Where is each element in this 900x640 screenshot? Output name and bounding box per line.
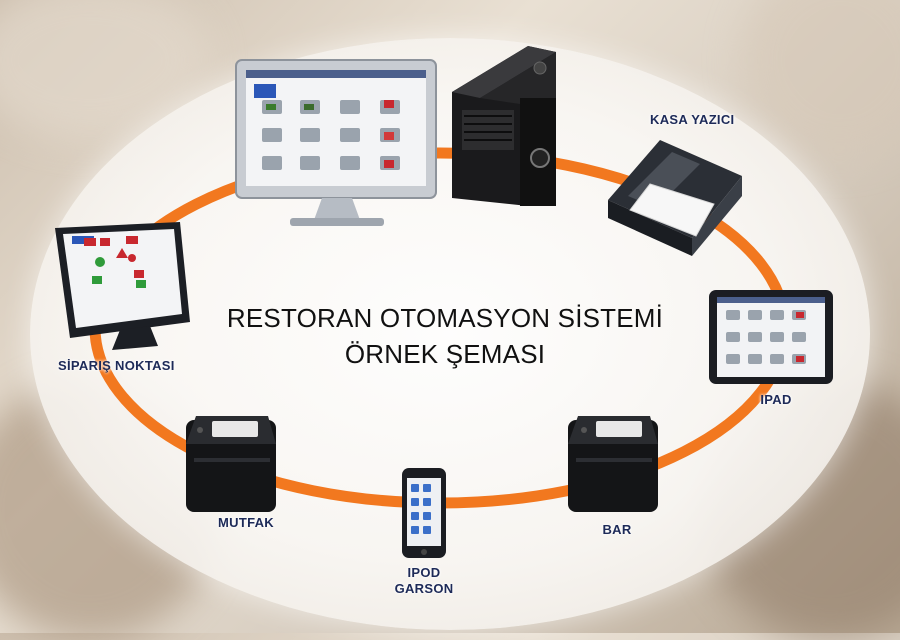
label-bar: BAR bbox=[602, 522, 632, 537]
label-ipad: IPAD bbox=[760, 392, 792, 407]
label-mutfak: MUTFAK bbox=[218, 515, 274, 530]
desktop-monitor-icon bbox=[235, 59, 437, 226]
title-line-2: ÖRNEK ŞEMASI bbox=[344, 339, 546, 369]
label-ipod-garson: IPOD GARSON bbox=[384, 565, 464, 597]
ipod-device-icon bbox=[402, 468, 446, 558]
label-garson: GARSON bbox=[394, 581, 454, 596]
ipad-device-icon bbox=[709, 290, 833, 384]
label-siparis-noktasi: SİPARIŞ NOKTASI bbox=[58, 358, 175, 373]
bar-printer-icon bbox=[568, 416, 658, 512]
label-ipod: IPOD bbox=[407, 565, 441, 580]
diagram-title: RESTORAN OTOMASYON SİSTEMİ ÖRNEK ŞEMASI bbox=[190, 300, 700, 372]
label-kasa-yazici: KASA YAZICI bbox=[650, 112, 735, 127]
siparis-terminal-icon bbox=[55, 222, 190, 350]
pc-tower-icon bbox=[452, 46, 556, 206]
mutfak-printer-icon bbox=[186, 416, 276, 512]
title-line-1: RESTORAN OTOMASYON SİSTEMİ bbox=[226, 303, 664, 333]
cash-printer-icon bbox=[608, 140, 742, 256]
